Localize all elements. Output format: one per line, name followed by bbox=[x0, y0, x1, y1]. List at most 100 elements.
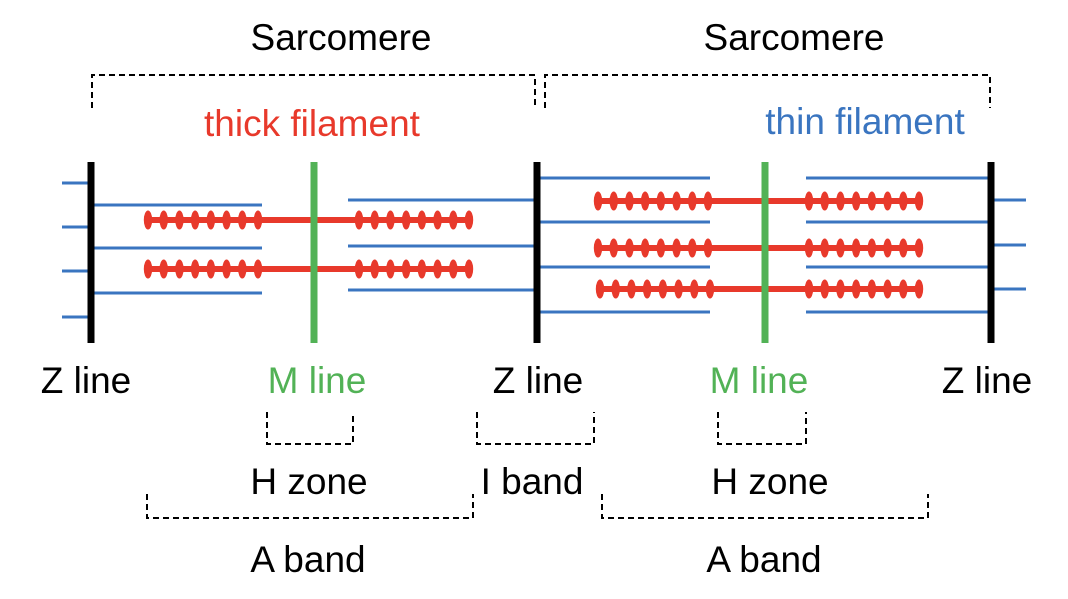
myosin-head bbox=[417, 210, 427, 230]
sarcomere-right-bracket bbox=[544, 74, 991, 108]
myosin-head bbox=[883, 191, 892, 211]
myosin-head bbox=[899, 191, 908, 211]
myosin-head bbox=[386, 210, 395, 230]
myosin-head bbox=[143, 210, 153, 230]
myosin-head bbox=[143, 259, 153, 279]
myosin-head bbox=[627, 279, 636, 299]
myosin-head bbox=[401, 259, 411, 279]
myosin-head bbox=[867, 191, 877, 211]
myosin-head bbox=[625, 191, 634, 211]
myosin-head bbox=[595, 279, 605, 299]
a-band-left-bracket bbox=[146, 494, 474, 519]
myosin-head bbox=[386, 259, 395, 279]
thick-filament-label: thick filament bbox=[204, 103, 421, 144]
myosin-head bbox=[190, 259, 200, 279]
myosin-head bbox=[370, 210, 379, 230]
myosin-head bbox=[433, 210, 442, 230]
myosin-head bbox=[914, 279, 924, 299]
myosin-head bbox=[672, 191, 681, 211]
myosin-head bbox=[625, 238, 634, 258]
myosin-head bbox=[175, 259, 184, 279]
myosin-head bbox=[449, 259, 458, 279]
myosin-head bbox=[238, 259, 247, 279]
z-line-left-label: Z line bbox=[41, 360, 131, 401]
myosin-head bbox=[804, 191, 814, 211]
myosin-head bbox=[851, 238, 861, 258]
myosin-head bbox=[674, 279, 683, 299]
myosin-head bbox=[703, 191, 713, 211]
myosin-head bbox=[867, 238, 877, 258]
myosin-head bbox=[820, 238, 829, 258]
myosin-head bbox=[867, 279, 877, 299]
myosin-head bbox=[688, 238, 697, 258]
myosin-head bbox=[656, 191, 666, 211]
myosin-head bbox=[609, 238, 618, 258]
myosin-head bbox=[206, 210, 216, 230]
myosin-head bbox=[642, 279, 652, 299]
myosin-head bbox=[253, 259, 263, 279]
myosin-head bbox=[640, 191, 650, 211]
myosin-head bbox=[354, 210, 364, 230]
myosin-head bbox=[190, 210, 200, 230]
myosin-head bbox=[433, 259, 442, 279]
thin-filaments bbox=[62, 176, 1026, 319]
myosin-head bbox=[705, 279, 715, 299]
myosin-head bbox=[593, 238, 603, 258]
myosin-head bbox=[899, 279, 908, 299]
myosin-head bbox=[222, 259, 231, 279]
myosin-head bbox=[851, 191, 861, 211]
sarcomere-right-label: Sarcomere bbox=[704, 17, 885, 58]
myosin-head bbox=[836, 238, 845, 258]
myosin-head bbox=[222, 210, 231, 230]
myosin-head bbox=[159, 259, 168, 279]
a-band-right-label: A band bbox=[706, 539, 821, 580]
a-band-left-label: A band bbox=[250, 539, 365, 580]
sarcomere-left-bracket bbox=[91, 74, 536, 108]
myosin-head bbox=[883, 238, 892, 258]
myosin-head bbox=[449, 210, 458, 230]
myosin-head bbox=[175, 210, 184, 230]
myosin-head bbox=[611, 279, 620, 299]
myosin-head bbox=[688, 191, 697, 211]
thin-filament-label: thin filament bbox=[765, 101, 965, 142]
myosin-head bbox=[609, 191, 618, 211]
i-band-label: I band bbox=[481, 461, 584, 502]
h-zone-right-bracket bbox=[717, 412, 807, 445]
myosin-head bbox=[851, 279, 861, 299]
h-zone-left-bracket bbox=[266, 412, 354, 445]
myosin-head bbox=[640, 238, 650, 258]
h-zone-right-label: H zone bbox=[711, 461, 828, 502]
myosin-head bbox=[238, 210, 247, 230]
myosin-head bbox=[370, 259, 379, 279]
myosin-head bbox=[883, 279, 892, 299]
myosin-head bbox=[804, 238, 814, 258]
myosin-head bbox=[401, 210, 411, 230]
myosin-head bbox=[899, 238, 908, 258]
myosin-head bbox=[159, 210, 168, 230]
myosin-head bbox=[464, 259, 474, 279]
myosin-head bbox=[658, 279, 668, 299]
myosin-head bbox=[820, 279, 829, 299]
myosin-head bbox=[417, 259, 427, 279]
myosin-head bbox=[464, 210, 474, 230]
sarcomere-left-label: Sarcomere bbox=[251, 17, 432, 58]
myosin-head bbox=[656, 238, 666, 258]
myosin-head bbox=[354, 259, 364, 279]
m-line-right-label: M line bbox=[710, 360, 809, 401]
z-line-middle-label: Z line bbox=[493, 360, 583, 401]
myosin-head bbox=[914, 191, 924, 211]
i-band-bracket bbox=[476, 412, 595, 445]
myosin-head bbox=[914, 238, 924, 258]
myosin-head bbox=[593, 191, 603, 211]
myosin-head bbox=[690, 279, 699, 299]
myosin-head bbox=[206, 259, 216, 279]
thick-filaments bbox=[143, 191, 924, 299]
myosin-head bbox=[836, 279, 845, 299]
m-line-left-label: M line bbox=[268, 360, 367, 401]
myosin-head bbox=[836, 191, 845, 211]
myosin-head bbox=[820, 191, 829, 211]
myosin-head bbox=[253, 210, 263, 230]
myosin-head bbox=[804, 279, 814, 299]
myosin-head bbox=[703, 238, 713, 258]
